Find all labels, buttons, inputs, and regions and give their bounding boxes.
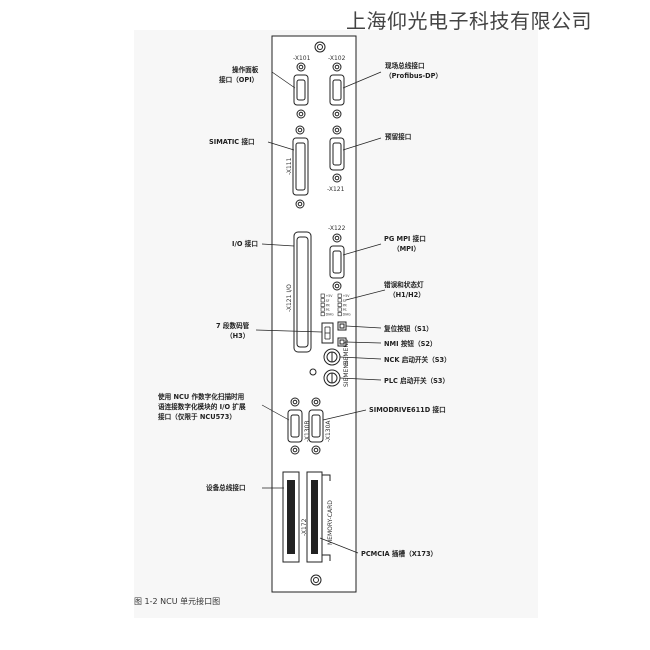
label-seg-line1: 7 段数码管 xyxy=(216,321,250,330)
device-bus-slot-icon xyxy=(282,471,300,563)
label-reserved: 预留接口 xyxy=(385,132,411,141)
leader-lines xyxy=(255,71,386,554)
pcmcia-slot-icon xyxy=(306,471,331,563)
label-led-line1: 错误和状态灯 xyxy=(384,280,424,289)
status-led-label-right-2: PR xyxy=(343,303,348,307)
figure-caption: 图 1-2 NCU 单元接口图 xyxy=(134,597,221,606)
connector-x130a-label: -X130A xyxy=(325,420,332,442)
label-nmi: NMI 按钮（S2） xyxy=(384,339,437,348)
connector-x122-label: -X122 xyxy=(328,225,346,232)
top-screw-icon xyxy=(314,41,326,53)
status-led-left-0 xyxy=(320,293,325,298)
status-led-label-right-3: PS xyxy=(343,308,347,312)
label-ncu573-line2: 语连接数字化模块的 I/O 扩展 xyxy=(158,402,246,411)
connector-x121-io-label: -X121 I/O xyxy=(286,284,293,312)
label-mpi-line1: PG MPI 接口 xyxy=(384,234,426,243)
label-reset: 复位按钮（S1） xyxy=(383,324,433,333)
label-profibus-line1: 现场总线接口 xyxy=(385,61,425,70)
connector-x111-label: -X111 xyxy=(286,157,293,175)
status-led-label-right-1: SF xyxy=(343,299,347,303)
connector-x102-icon xyxy=(329,62,345,119)
connector-x130a-icon xyxy=(308,397,324,455)
status-led-right-2 xyxy=(337,302,342,307)
connector-x101-icon xyxy=(293,62,309,119)
status-led-left-4 xyxy=(320,312,325,317)
plc-switch-label: SIEMENS xyxy=(343,360,350,387)
nck-rotary-switch-icon xyxy=(323,348,341,366)
label-led-line2: （H1/H2） xyxy=(389,291,425,299)
connector-x111-icon xyxy=(292,125,309,209)
connector-x172-label: -X172 xyxy=(301,518,308,536)
nck-switch-label: SIEMENS xyxy=(343,339,350,366)
connector-x122-icon xyxy=(329,233,345,291)
connector-x121-label: -X121 xyxy=(327,186,345,193)
status-led-label-right-0: +5V xyxy=(343,294,351,298)
status-led-label-left-4: DIAG xyxy=(326,313,335,317)
connector-x121-icon xyxy=(329,125,345,183)
label-plc: PLC 启动开关（S3） xyxy=(384,376,449,385)
status-led-left-1 xyxy=(320,298,325,303)
label-seg-line2: （H3） xyxy=(226,332,249,340)
reset-button-icon xyxy=(337,321,347,331)
label-ncu573-line1: 使用 NCU 作数字化扫描时用 xyxy=(157,392,244,401)
label-profibus-line2: （Profibus-DP） xyxy=(385,72,442,80)
label-simodrive: SIMODRIVE611D 接口 xyxy=(369,405,446,414)
connector-x130b-label: -X130B xyxy=(304,420,311,442)
status-led-label-left-3: PS xyxy=(326,308,330,312)
status-led-label-left-0: +5V xyxy=(326,294,334,298)
label-device-bus: 设备总线接口 xyxy=(206,483,246,492)
status-led-left-3 xyxy=(320,307,325,312)
connector-x121-io-icon xyxy=(293,231,312,353)
status-led-label-right-4: DIAG xyxy=(343,313,352,317)
status-led-right-3 xyxy=(337,307,342,312)
status-led-right-0 xyxy=(337,293,342,298)
status-led-label-left-2: PR xyxy=(326,303,331,307)
status-led-label-left-1: SF xyxy=(326,299,330,303)
connector-x130b-icon xyxy=(287,397,303,455)
memory-card-label: MEMORY-CARD xyxy=(327,500,334,545)
label-opi-line2: 接口（OPI） xyxy=(219,75,258,84)
status-led-left-2 xyxy=(320,302,325,307)
label-pcmcia: PCMCIA 插槽（X173） xyxy=(361,549,437,558)
seven-segment-display-icon xyxy=(321,322,334,344)
status-led-right-4 xyxy=(337,312,342,317)
label-opi-line1: 操作面板 xyxy=(232,65,259,74)
connector-x101-label: -X101 xyxy=(293,55,311,62)
label-ncu573-line3: 接口（仅限于 NCU573） xyxy=(158,412,236,421)
indicator-dot-icon xyxy=(309,368,317,376)
label-nck: NCK 启动开关（S3） xyxy=(384,355,451,364)
label-io: I/O 接口 xyxy=(232,239,258,248)
label-mpi-line2: （MPI） xyxy=(393,245,420,253)
connector-x102-label: -X102 xyxy=(328,55,346,62)
bottom-screw-icon xyxy=(310,574,322,586)
label-simatic: SIMATIC 接口 xyxy=(209,137,255,146)
watermark-text: 上海仰光电子科技有限公司 xyxy=(346,9,592,33)
plc-rotary-switch-icon xyxy=(323,369,341,387)
status-led-right-1 xyxy=(337,298,342,303)
